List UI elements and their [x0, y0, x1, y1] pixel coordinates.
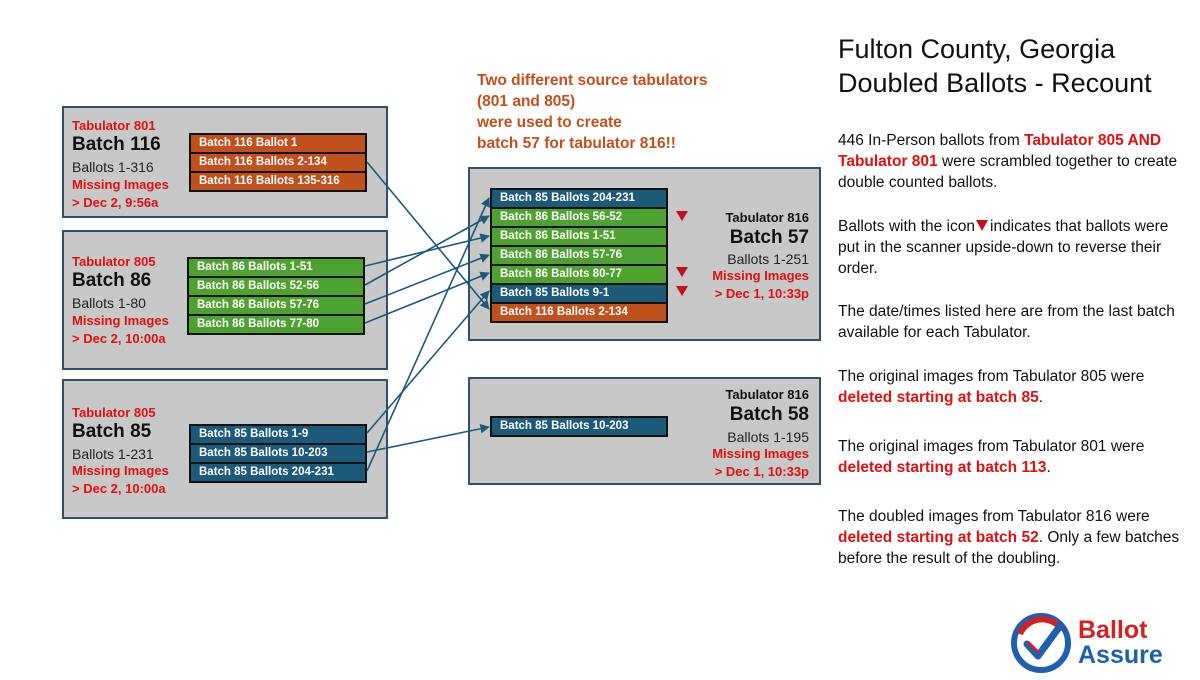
ballot-assure-logo: Ballot Assure — [1010, 612, 1190, 676]
flow-arrow — [366, 290, 490, 434]
combined-cell: Batch 85 Ballots 9-1 — [492, 285, 666, 304]
paragraph-text: . — [1038, 389, 1044, 406]
flow-arrow — [366, 197, 490, 472]
batch-title: Batch 58 — [729, 404, 809, 425]
split-cell: Batch 85 Ballots 1-9 — [191, 426, 365, 445]
batch-85-split-stack: Batch 85 Ballots 1-9 Batch 85 Ballots 10… — [189, 424, 367, 483]
paragraph-highlight: deleted starting at batch 52 — [838, 529, 1039, 546]
batch-58-combined-stack: Batch 85 Ballots 10-203 — [490, 416, 668, 437]
missing-date-label: > Dec 1, 10:33p — [714, 464, 809, 479]
split-cell: Batch 85 Ballots 10-203 — [191, 445, 365, 464]
paragraph-816-deleted: The doubled images from Tabulator 816 we… — [838, 506, 1183, 569]
split-cell: Batch 116 Ballots 2-134 — [191, 154, 365, 173]
paragraph-text: Ballots with the icon — [838, 218, 975, 235]
missing-images-label: Missing Images — [712, 446, 809, 461]
paragraph-text: . — [1046, 459, 1051, 476]
flow-arrow — [364, 215, 490, 286]
headline-note: Two different source tabulators (801 and… — [477, 70, 708, 154]
paragraph-801-deleted: The original images from Tabulator 801 w… — [838, 436, 1183, 478]
combined-cell: Batch 85 Ballots 10-203 — [492, 418, 666, 435]
page-title: Fulton County, Georgia Doubled Ballots -… — [838, 32, 1152, 100]
note-line: (801 and 805) — [477, 93, 576, 110]
missing-images-label: Missing Images — [72, 463, 169, 478]
paragraph-text: 446 In-Person ballots from — [838, 132, 1025, 149]
paragraph-scrambled: 446 In-Person ballots from Tabulator 805… — [838, 130, 1183, 193]
missing-images-label: Missing Images — [712, 268, 809, 283]
paragraph-text: . Only a few batches before the result o… — [838, 529, 1180, 567]
tabulator-label: Tabulator 816 — [725, 210, 809, 225]
note-line: were used to create — [477, 114, 622, 131]
batch-title: Batch 86 — [72, 270, 152, 291]
batch-title: Batch 57 — [729, 227, 809, 248]
paragraph-text: The doubled images from Tabulator 816 we… — [838, 508, 1150, 525]
paragraph-highlight: deleted starting at batch 85 — [838, 389, 1039, 406]
batch-86-split-stack: Batch 86 Ballots 1-51 Batch 86 Ballots 5… — [187, 257, 365, 335]
upside-down-marker-icon — [676, 211, 688, 221]
ballot-range: Ballots 1-231 — [72, 446, 154, 462]
ballot-range: Ballots 1-316 — [72, 159, 154, 175]
note-line: Two different source tabulators — [477, 72, 708, 89]
missing-date-label: > Dec 1, 10:33p — [714, 286, 809, 301]
note-line: batch 57 for tabulator 816!! — [477, 135, 676, 152]
missing-date-label: > Dec 2, 10:00a — [72, 481, 166, 496]
batch-116-split-stack: Batch 116 Ballot 1 Batch 116 Ballots 2-1… — [189, 133, 367, 192]
upside-down-marker-icon — [976, 220, 988, 231]
paragraph-text: were scrambled together to create double… — [838, 153, 1178, 191]
missing-date-label: > Dec 2, 10:00a — [72, 331, 166, 346]
tabulator-label: Tabulator 805 — [72, 405, 156, 420]
combined-cell: Batch 86 Ballots 80-77 — [492, 266, 666, 285]
batch-title: Batch 116 — [72, 134, 161, 155]
upside-down-marker-icon — [676, 286, 688, 296]
missing-images-label: Missing Images — [72, 313, 169, 328]
upside-down-marker-icon — [676, 267, 688, 277]
logo-text-line1: Ballot — [1078, 616, 1148, 644]
combined-cell: Batch 85 Ballots 204-231 — [492, 190, 666, 209]
paragraph-highlight: Tabulator 805 AND Tabulator 801 — [838, 132, 1162, 170]
split-cell: Batch 116 Ballot 1 — [191, 135, 365, 154]
missing-date-label: > Dec 2, 9:56a — [72, 195, 159, 210]
paragraph-text: The original images from Tabulator 801 w… — [838, 438, 1145, 455]
ballot-range: Ballots 1-80 — [72, 295, 146, 311]
flow-arrow — [364, 271, 490, 324]
ballot-range: Ballots 1-251 — [727, 251, 809, 267]
split-cell: Batch 86 Ballots 77-80 — [189, 316, 363, 333]
paragraph-text: indicates that ballots were put in the s… — [838, 218, 1169, 277]
tabulator-label: Tabulator 805 — [72, 254, 156, 269]
split-cell: Batch 86 Ballots 52-56 — [189, 278, 363, 297]
split-cell: Batch 116 Ballots 135-316 — [191, 173, 365, 190]
paragraph-datetimes: The date/times listed here are from the … — [838, 301, 1183, 343]
batch-title: Batch 85 — [72, 421, 152, 442]
ballot-range: Ballots 1-195 — [727, 429, 809, 445]
title-line: Doubled Ballots - Recount — [838, 68, 1152, 98]
combined-cell: Batch 116 Ballots 2-134 — [492, 304, 666, 321]
title-line: Fulton County, Georgia — [838, 34, 1116, 64]
flow-arrow — [366, 424, 490, 453]
logo-text-line2: Assure — [1078, 641, 1163, 669]
paragraph-text: The date/times listed here are from the … — [838, 303, 1175, 341]
combined-cell: Batch 86 Ballots 57-76 — [492, 247, 666, 266]
checkmark-circle-icon — [1011, 613, 1071, 673]
split-cell: Batch 85 Ballots 204-231 — [191, 464, 365, 481]
paragraph-805-deleted: The original images from Tabulator 805 w… — [838, 366, 1183, 408]
flow-arrow — [366, 161, 490, 310]
batch-57-combined-stack: Batch 85 Ballots 204-231 Batch 86 Ballot… — [490, 188, 668, 323]
paragraph-highlight: deleted starting at batch 113 — [838, 459, 1047, 476]
split-cell: Batch 86 Ballots 1-51 — [189, 259, 363, 278]
flow-arrow — [364, 253, 490, 305]
tabulator-label: Tabulator 801 — [72, 118, 156, 133]
tabulator-label: Tabulator 816 — [725, 387, 809, 402]
combined-cell: Batch 86 Ballots 56-52 — [492, 209, 666, 228]
combined-cell: Batch 86 Ballots 1-51 — [492, 228, 666, 247]
split-cell: Batch 86 Ballots 57-76 — [189, 297, 363, 316]
missing-images-label: Missing Images — [72, 177, 169, 192]
paragraph-text: The original images from Tabulator 805 w… — [838, 368, 1145, 385]
